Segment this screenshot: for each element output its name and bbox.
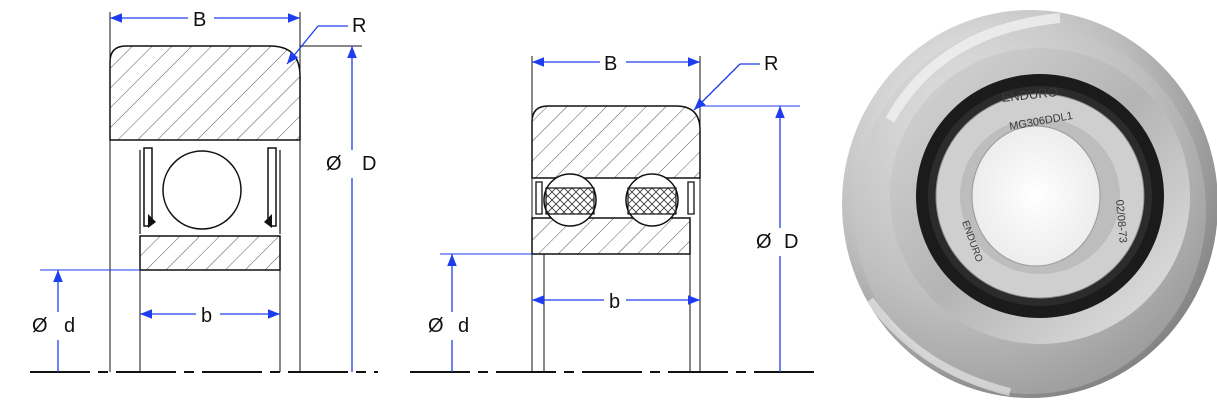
inner-width-label: b <box>201 305 212 327</box>
ball <box>162 150 242 230</box>
outer-ring-section <box>531 105 701 179</box>
cage-right <box>627 187 677 215</box>
inner-width-label: b <box>609 291 620 313</box>
double-row-cross-section-drawing: B R Ø D Ø d b <box>410 50 815 373</box>
bore-hole <box>971 125 1101 267</box>
outer-diameter-symbol: Ø <box>756 231 772 253</box>
outer-diameter-label: D <box>362 153 376 175</box>
bore-label: d <box>458 315 469 337</box>
brand-marking-top: ENDURO <box>1001 84 1059 105</box>
bore-symbol: Ø <box>428 315 444 337</box>
bore-label: d <box>64 315 75 337</box>
width-label: B <box>193 9 206 31</box>
outer-ring-section <box>109 45 301 141</box>
right-seal <box>267 147 277 227</box>
inner-ring-section <box>139 235 281 271</box>
radius-label: R <box>764 53 778 75</box>
single-row-cross-section-drawing: B R Ø D Ø d b <box>30 6 384 373</box>
outer-diameter-label: D <box>784 231 798 253</box>
outer-diameter-symbol: Ø <box>326 153 342 175</box>
width-label: B <box>604 53 617 75</box>
bearing-product-photo: ENDURO MG306DDL1 02/08-73 ENDURO <box>842 10 1217 398</box>
cage-left <box>545 187 595 215</box>
inner-ring-section <box>531 217 691 255</box>
bore-symbol: Ø <box>32 315 48 337</box>
radius-label: R <box>352 15 366 37</box>
date-code-marking: 02/08-73 <box>1113 199 1129 243</box>
